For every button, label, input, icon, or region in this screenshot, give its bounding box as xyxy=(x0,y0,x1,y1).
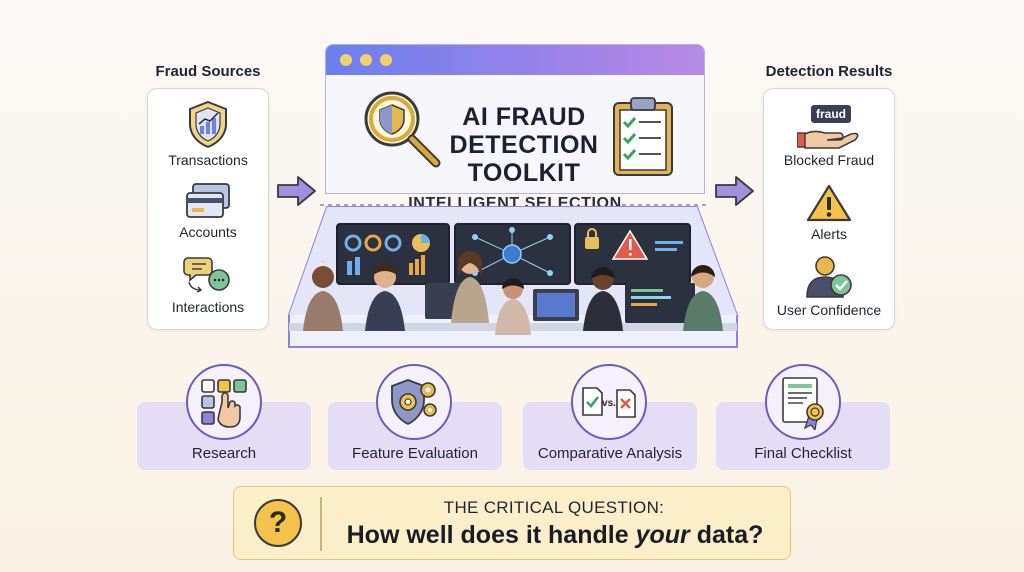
person-figure xyxy=(303,261,343,331)
result-item-blocked-fraud: fraud Blocked Fraud xyxy=(764,103,894,168)
toolkit-title: AI FRAUD DETECTION TOOLKIT xyxy=(434,103,614,187)
toolkit-title-line: AI FRAUD xyxy=(462,103,586,131)
gear-shield-icon xyxy=(391,379,437,426)
office-scene xyxy=(285,197,740,352)
toolkit-title-line: TOOLKIT xyxy=(467,159,581,187)
source-label: Interactions xyxy=(171,299,245,315)
step-label: Final Checklist xyxy=(754,445,852,462)
shield-chart-icon xyxy=(189,100,227,149)
arrow-right-icon xyxy=(277,176,316,206)
window-dot[interactable] xyxy=(360,54,372,66)
step-label: Research xyxy=(191,445,257,462)
fraud-sources-title: Fraud Sources xyxy=(155,63,261,80)
question-mark-icon: ? xyxy=(254,499,302,547)
detection-results-title: Detection Results xyxy=(765,63,893,80)
fraud-sources-panel: Transactions Accounts Interactions xyxy=(147,88,269,330)
result-item-user-confidence: User Confidence xyxy=(764,255,894,318)
window-titlebar xyxy=(326,45,704,75)
user-check-icon xyxy=(806,256,852,298)
step-badge: vs. xyxy=(571,364,647,440)
source-label: Transactions xyxy=(168,152,248,168)
toolkit-title-line: DETECTION xyxy=(449,131,599,159)
versus-docs-icon: vs. xyxy=(582,387,636,418)
selection-divider xyxy=(320,204,710,206)
source-label: Accounts xyxy=(179,224,237,240)
source-item-accounts: Accounts xyxy=(148,181,268,240)
step-label: Comparative Analysis xyxy=(537,445,683,462)
question-text-emphasis: your xyxy=(635,521,690,549)
fraud-hand-icon: fraud xyxy=(797,105,859,149)
window-dot[interactable] xyxy=(340,54,352,66)
question-text-before: How well does it handle xyxy=(346,521,636,549)
person-figure xyxy=(451,251,489,323)
step-label: Feature Evaluation xyxy=(352,445,478,462)
magnifier-shield-icon xyxy=(364,91,441,168)
critical-question-box: ? THE CRITICAL QUESTION: How well does i… xyxy=(233,486,791,560)
critical-question-title: THE CRITICAL QUESTION: xyxy=(443,498,665,517)
credit-cards-icon xyxy=(186,183,230,218)
left-flow-arrow xyxy=(276,174,318,208)
chat-bubbles-icon xyxy=(183,257,230,293)
critical-question-text: How well does it handle your data? xyxy=(330,521,780,550)
question-text-after: data? xyxy=(689,521,764,549)
toolkit-window: AI FRAUD DETECTION TOOLKIT xyxy=(325,44,705,194)
step-badge xyxy=(376,364,452,440)
source-item-interactions: Interactions xyxy=(148,252,268,315)
step-badge xyxy=(765,364,841,440)
person-figure xyxy=(683,265,723,331)
step-badge xyxy=(186,364,262,440)
window-dot[interactable] xyxy=(380,54,392,66)
clipboard-checklist-icon xyxy=(613,97,673,176)
research-icon xyxy=(201,379,247,428)
office-scene-illustration xyxy=(288,206,738,348)
versus-text: vs. xyxy=(602,398,616,409)
source-item-transactions: Transactions xyxy=(148,99,268,168)
person-figure xyxy=(495,278,531,335)
fraud-tag-text: fraud xyxy=(816,107,846,121)
warning-icon xyxy=(806,184,852,222)
result-label: Blocked Fraud xyxy=(783,152,875,168)
detection-results-panel: fraud Blocked Fraud Alerts User Confiden… xyxy=(763,88,895,330)
certificate-icon xyxy=(782,377,824,430)
person-figure xyxy=(583,267,623,331)
result-label: Alerts xyxy=(811,226,847,242)
person-figure xyxy=(365,263,405,331)
question-divider xyxy=(320,497,322,551)
result-item-alerts: Alerts xyxy=(764,183,894,242)
arrow-right-icon xyxy=(715,176,754,206)
result-label: User Confidence xyxy=(776,302,882,318)
right-flow-arrow xyxy=(714,174,756,208)
